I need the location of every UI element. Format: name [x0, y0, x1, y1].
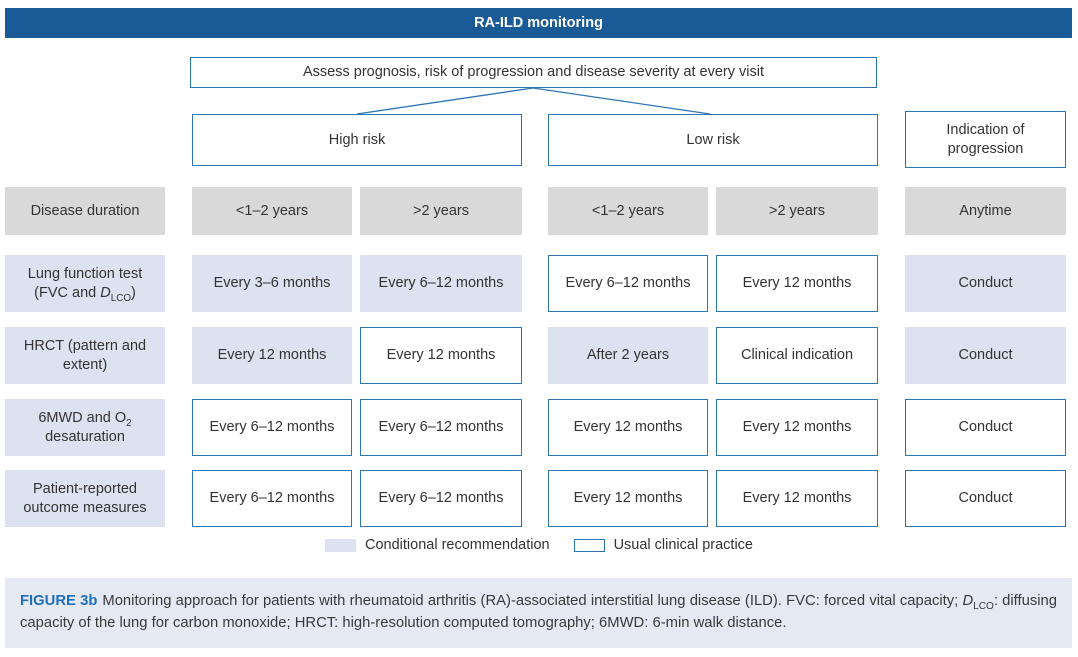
- cell-duration-highrisk-late: >2 years: [360, 187, 522, 235]
- figure-title-bar: RA-ILD monitoring: [5, 8, 1072, 38]
- cell-hrct-lowrisk-late: Clinical indication: [716, 327, 878, 384]
- cell-proms-indication: Conduct: [905, 470, 1066, 527]
- cell-6mwd-highrisk-early: Every 6–12 months: [192, 399, 352, 456]
- cell-6mwd-indication: Conduct: [905, 399, 1066, 456]
- cell-6mwd-lowrisk-late: Every 12 months: [716, 399, 878, 456]
- cell-6mwd-lowrisk-early: Every 12 months: [548, 399, 708, 456]
- cell-duration-indication: Anytime: [905, 187, 1066, 235]
- figure-title: RA-ILD monitoring: [474, 15, 603, 31]
- row-hrct: HRCT (pattern and extent) Every 12 month…: [0, 327, 1078, 384]
- usual-clinical-practice-swatch: [573, 538, 605, 552]
- cell-proms-lowrisk-late: Every 12 months: [716, 470, 878, 527]
- row-6mwd: 6MWD and O2 desaturation Every 6–12 mont…: [0, 399, 1078, 456]
- cell-duration-lowrisk-early: <1–2 years: [548, 187, 708, 235]
- cell-hrct-lowrisk-early: After 2 years: [548, 327, 708, 384]
- row-header-lung-function: Lung function test (FVC and DLCO): [5, 255, 165, 312]
- legend-item-conditional: Conditional recommendation: [325, 537, 550, 553]
- row-header-6mwd: 6MWD and O2 desaturation: [5, 399, 165, 456]
- assess-box: Assess prognosis, risk of progression an…: [190, 57, 877, 88]
- figure-caption-label: FIGURE 3b: [20, 593, 98, 609]
- cell-lft-indication: Conduct: [905, 255, 1066, 312]
- row-header-hrct: HRCT (pattern and extent): [5, 327, 165, 384]
- row-header-disease-duration: Disease duration: [5, 187, 165, 235]
- legend-item-usual: Usual clinical practice: [573, 537, 753, 553]
- row-header-proms: Patient-reported outcome measures: [5, 470, 165, 527]
- cell-hrct-highrisk-late: Every 12 months: [360, 327, 522, 384]
- cell-duration-lowrisk-late: >2 years: [716, 187, 878, 235]
- cell-proms-lowrisk-early: Every 12 months: [548, 470, 708, 527]
- cell-proms-highrisk-late: Every 6–12 months: [360, 470, 522, 527]
- row-disease-duration: Disease duration <1–2 years >2 years <1–…: [0, 187, 1078, 235]
- cell-hrct-indication: Conduct: [905, 327, 1066, 384]
- legend: Conditional recommendation Usual clinica…: [0, 537, 1078, 553]
- cell-duration-highrisk-early: <1–2 years: [192, 187, 352, 235]
- cell-hrct-highrisk-early: Every 12 months: [192, 327, 352, 384]
- usual-clinical-practice-label: Usual clinical practice: [613, 537, 753, 553]
- cell-proms-highrisk-early: Every 6–12 months: [192, 470, 352, 527]
- low-risk-box: Low risk: [548, 114, 878, 166]
- cell-6mwd-highrisk-late: Every 6–12 months: [360, 399, 522, 456]
- cell-lft-lowrisk-late: Every 12 months: [716, 255, 878, 312]
- conditional-recommendation-swatch: [325, 538, 356, 552]
- row-lung-function: Lung function test (FVC and DLCO) Every …: [0, 255, 1078, 312]
- cell-lft-highrisk-early: Every 3–6 months: [192, 255, 352, 312]
- indication-of-progression-box: Indication of progression: [905, 111, 1066, 168]
- cell-lft-lowrisk-early: Every 6–12 months: [548, 255, 708, 312]
- conditional-recommendation-label: Conditional recommendation: [365, 537, 550, 553]
- cell-lft-highrisk-late: Every 6–12 months: [360, 255, 522, 312]
- high-risk-box: High risk: [192, 114, 522, 166]
- row-proms: Patient-reported outcome measures Every …: [0, 470, 1078, 527]
